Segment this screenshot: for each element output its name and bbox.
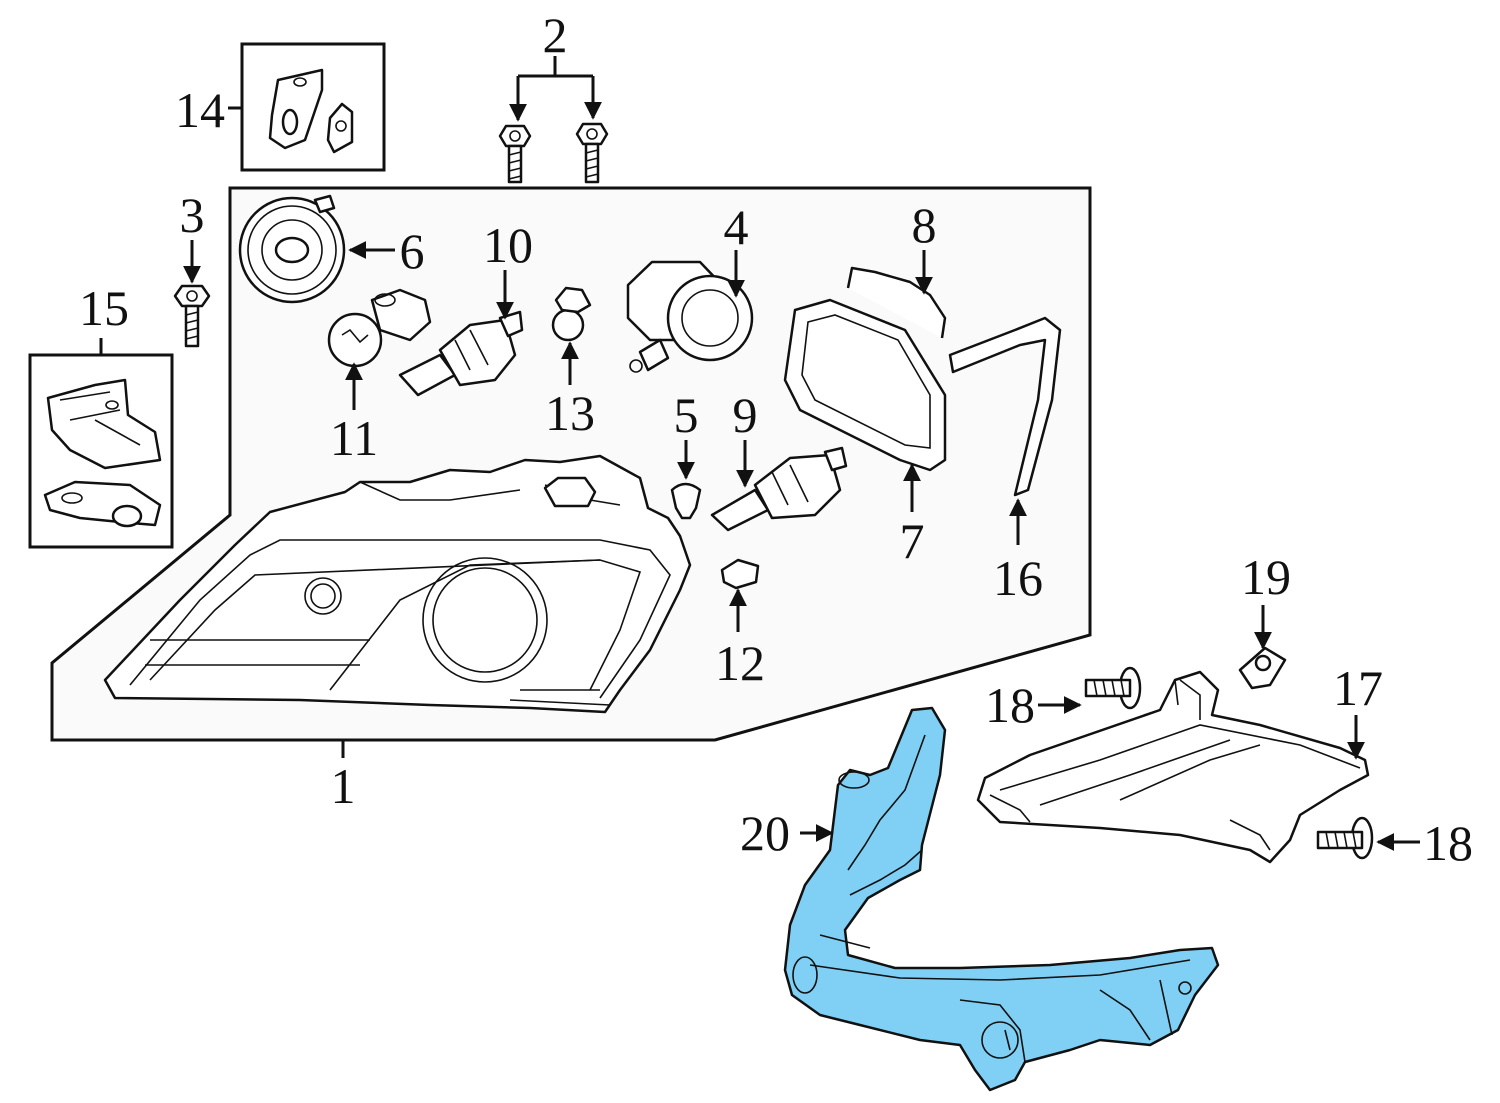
part-18-bolt-lower: [1316, 816, 1374, 860]
part-3-bolt: [173, 284, 211, 348]
part-13-bulb: [551, 286, 592, 342]
callout-4: 4: [724, 199, 749, 255]
callout-9: 9: [733, 387, 758, 443]
callout-10: 10: [483, 217, 533, 273]
part-20-air-deflector: [783, 706, 1220, 1092]
callout-14: 14: [175, 82, 225, 138]
callout-15: 15: [79, 280, 129, 336]
callout-5: 5: [674, 387, 699, 443]
callout-2: 2: [543, 7, 568, 63]
part-17-bracket: [976, 670, 1370, 864]
part-11-bulb: [327, 288, 432, 368]
part-8-clip: [846, 266, 947, 339]
callout-19: 19: [1241, 549, 1291, 605]
callout-11: 11: [330, 410, 378, 466]
leader-2: [518, 56, 593, 78]
headlamp-housing: [103, 454, 692, 714]
part-10-bulb: [398, 310, 524, 397]
part-7-gasket: [783, 298, 947, 472]
callout-12: 12: [715, 635, 765, 691]
part-15-bracket: [43, 378, 162, 528]
callout-16: 16: [993, 550, 1043, 606]
part-18-bolt-upper: [1084, 666, 1142, 710]
callout-3: 3: [180, 187, 205, 243]
callout-8: 8: [912, 197, 937, 253]
callout-18-upper: 18: [985, 677, 1035, 733]
part-14-clip: [268, 68, 354, 154]
callout-18-lower: 18: [1423, 815, 1473, 871]
part-2-bolts: [498, 122, 609, 184]
callout-17: 17: [1333, 660, 1383, 716]
part-12-clip: [720, 558, 760, 590]
callout-1: 1: [331, 758, 356, 814]
callout-20: 20: [740, 805, 790, 861]
part-6-cap: [238, 194, 346, 304]
part-5-clip: [670, 482, 702, 520]
part-16-trim: [948, 316, 1062, 497]
callout-13: 13: [545, 385, 595, 441]
part-9-bulb: [710, 446, 848, 532]
callout-7: 7: [900, 513, 925, 569]
part-19-nut: [1238, 646, 1287, 690]
callout-6: 6: [400, 223, 425, 279]
